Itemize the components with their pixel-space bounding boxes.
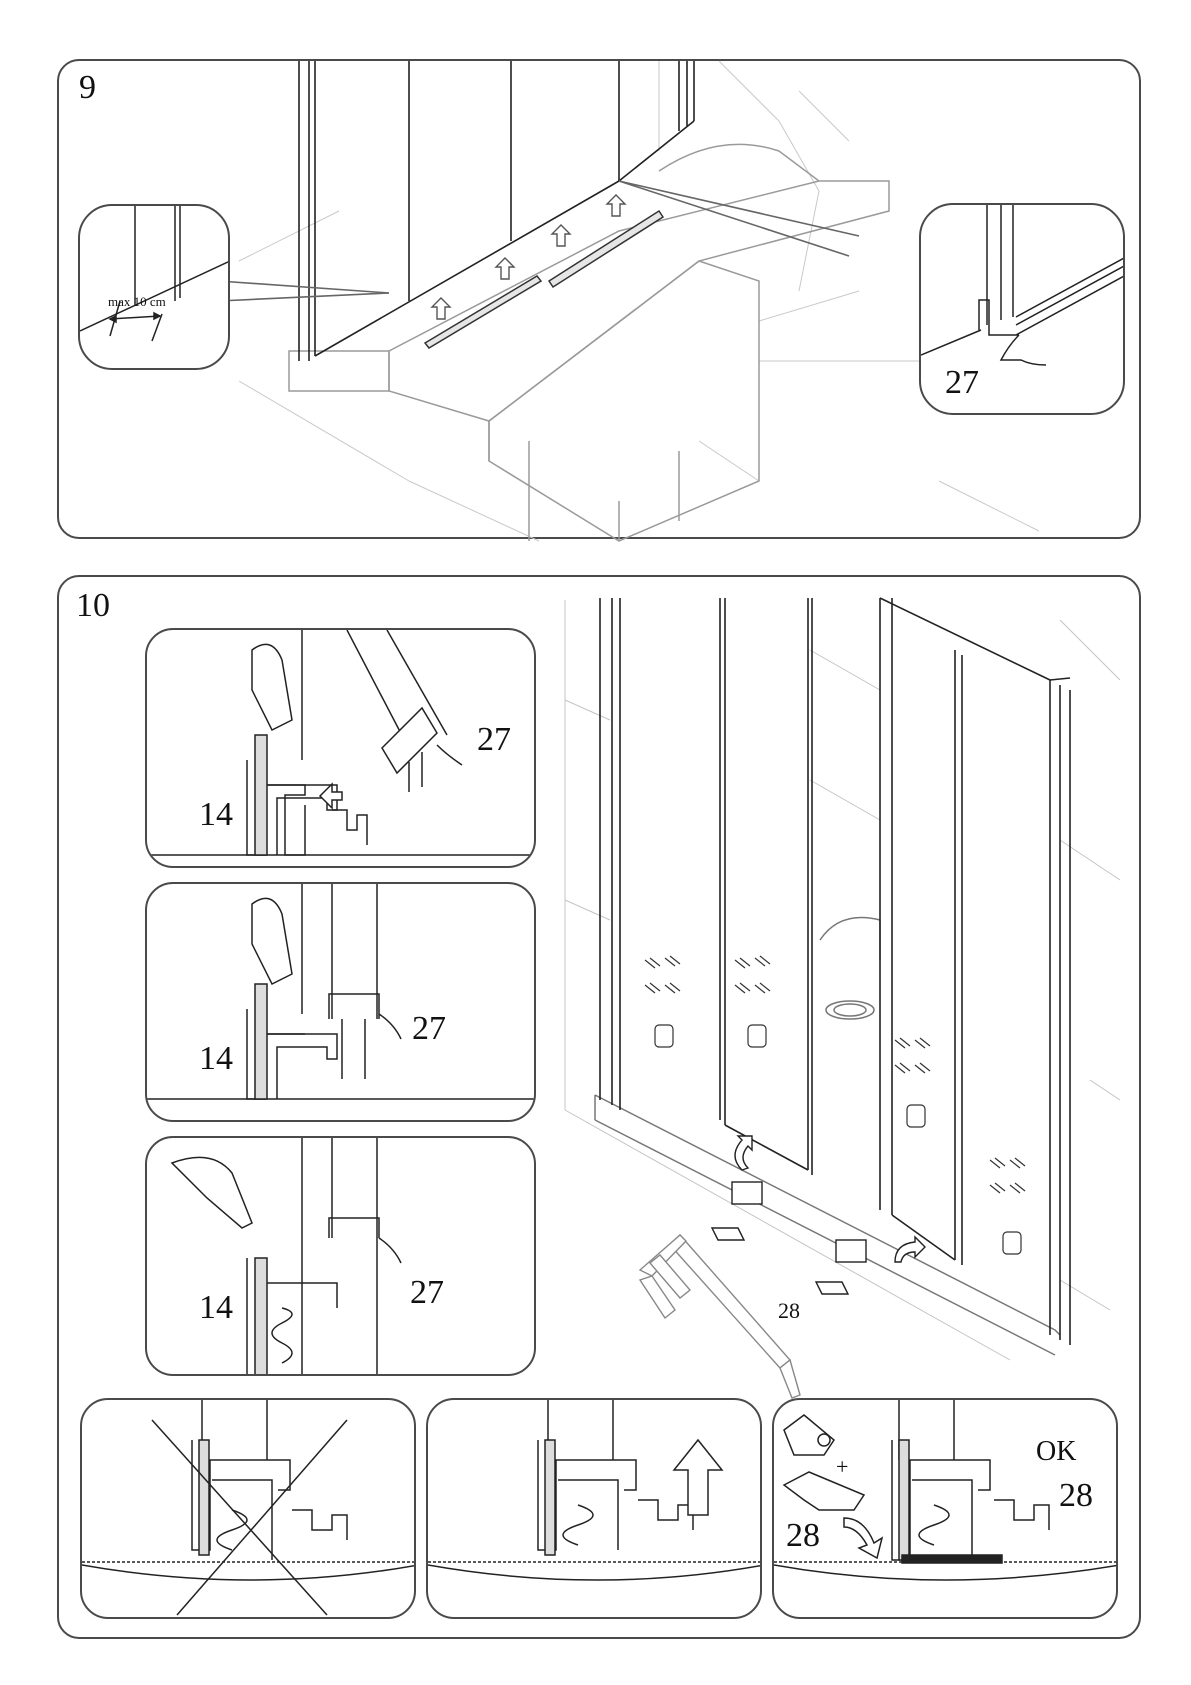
shim-label-right: 28: [1059, 1477, 1093, 1514]
shim-plate: [816, 1282, 848, 1294]
shim-plate: [784, 1472, 864, 1510]
rotate-arrow-icon: [895, 1237, 925, 1262]
detail-box-3: 14 27: [145, 1136, 536, 1376]
left-arrow-icon: [320, 784, 342, 808]
up-arrow-icon: [674, 1440, 722, 1515]
plus-sign: +: [836, 1454, 848, 1479]
correct-shim-box: + 28 OK 28: [772, 1398, 1118, 1619]
profile-label: 14: [199, 796, 233, 833]
shim-plate: [712, 1228, 744, 1240]
hand-icon: [252, 644, 292, 730]
seal-label: 27: [412, 1010, 446, 1047]
guide-block: [836, 1240, 866, 1262]
correct-direction-box: [426, 1398, 762, 1619]
profile-label: 14: [199, 1289, 233, 1326]
profile-label: 14: [199, 1040, 233, 1077]
seal-label: 27: [477, 721, 511, 758]
hand-icon: [252, 898, 292, 984]
handle-icon: [907, 1105, 925, 1127]
detail-box-2: 14 27: [145, 882, 536, 1122]
handle-icon: [748, 1025, 766, 1047]
seal-label: 27: [410, 1274, 444, 1311]
curved-arrow-icon: [844, 1518, 882, 1558]
detail-box-1: 14 27: [145, 628, 536, 868]
guide-block: [732, 1182, 762, 1204]
handle-icon: [655, 1025, 673, 1047]
hand-icon: [172, 1157, 252, 1228]
shim-label-left: 28: [786, 1517, 820, 1554]
handle-icon: [1003, 1232, 1021, 1254]
shim-part-label: 28: [778, 1298, 800, 1323]
silicone-gun-icon: [640, 1235, 800, 1398]
incorrect-install-box: [80, 1398, 416, 1619]
ok-label: OK: [1036, 1436, 1076, 1467]
rotate-arrow-icon: [735, 1136, 752, 1170]
